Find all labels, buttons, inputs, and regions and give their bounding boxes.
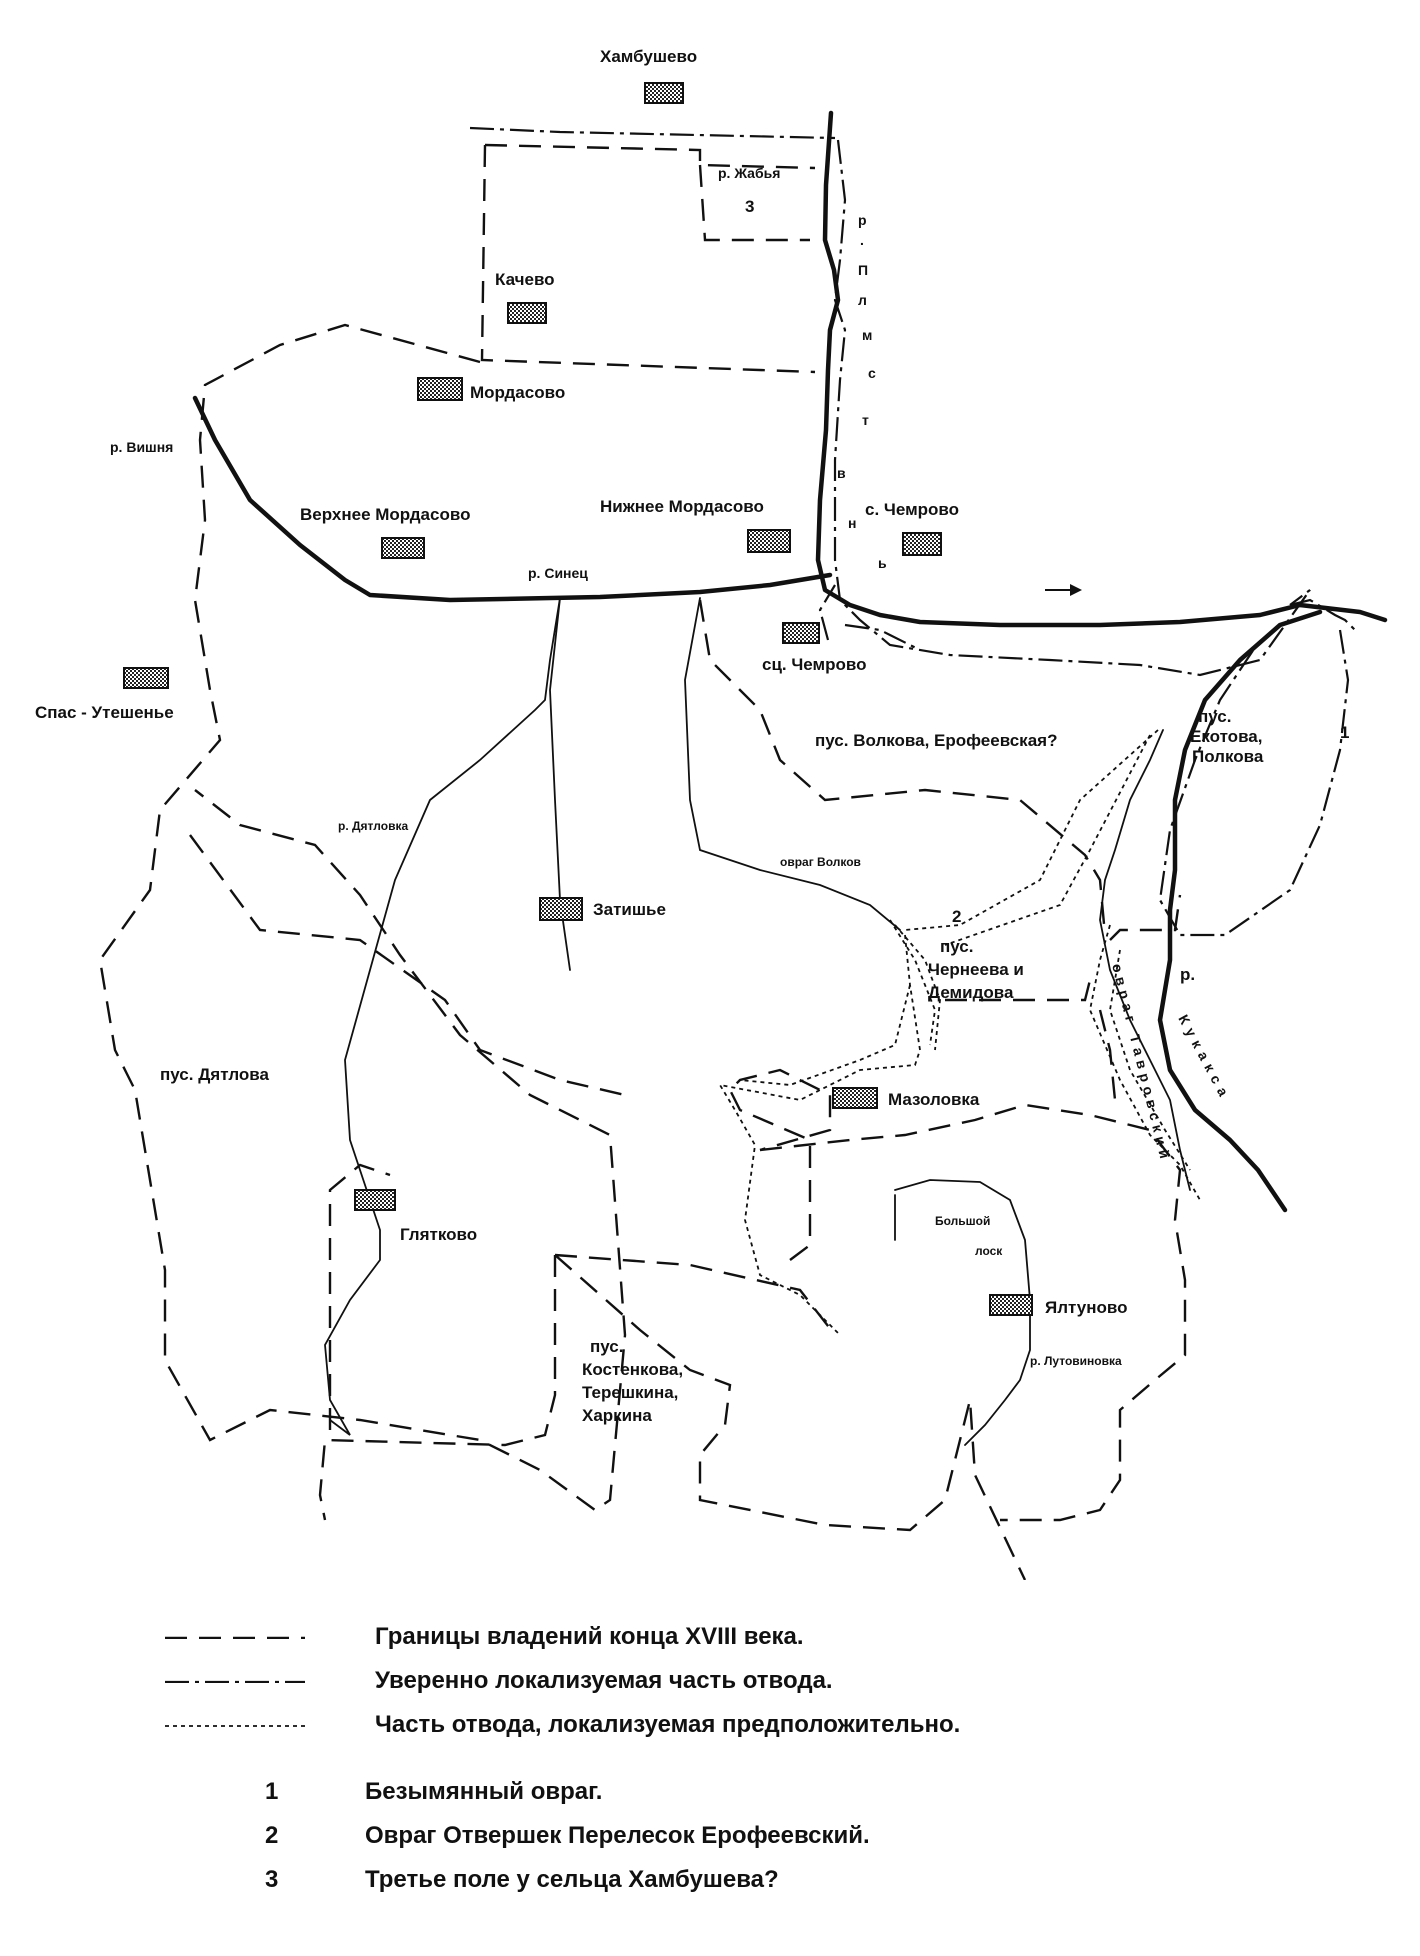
label-sts-chemrovo: сц. Чемрово bbox=[762, 655, 866, 674]
ravine-volkov bbox=[684, 597, 901, 931]
stream-dyatlovka bbox=[324, 597, 561, 1436]
label-ekotova-2: Екотова, bbox=[1190, 727, 1262, 746]
label-ekotova-3: Полкова bbox=[1192, 747, 1264, 766]
settlement-symbols bbox=[123, 82, 1033, 1316]
label-mazolovka: Мазоловка bbox=[888, 1090, 980, 1109]
note-number-2: 2 bbox=[265, 1822, 279, 1849]
label-khambushevo: Хамбушево bbox=[600, 47, 697, 66]
note-row-2: 2 Овраг Отвершек Перелесок Ерофеевский. bbox=[265, 1819, 870, 1853]
label-bolshoy: Большой bbox=[935, 1214, 990, 1228]
label-dyatlova: пус. Дятлова bbox=[160, 1065, 270, 1084]
legend-sample-dashed bbox=[165, 1636, 305, 1639]
settlement-icon-verkhnee-mordasovo bbox=[381, 537, 425, 559]
stream-zatishye bbox=[549, 597, 571, 971]
settlement-icon-zatishye bbox=[539, 897, 583, 921]
settlement-icon-nizhnee-mordasovo bbox=[747, 529, 791, 553]
legend-text-confident: Уверенно локализуемая часть отвода. bbox=[375, 1667, 833, 1694]
legend-text-supposed: Часть отвода, локализуемая предположител… bbox=[375, 1711, 961, 1738]
label-plmst-7: в bbox=[837, 465, 846, 481]
ravine-tavrovsky bbox=[1099, 729, 1191, 1191]
settlement-icon-sts-chemrovo bbox=[782, 622, 820, 644]
label-kostenkova-4: Харкина bbox=[582, 1406, 652, 1425]
label-chemrovo: с. Чемрово bbox=[865, 500, 959, 519]
marker-3: 3 bbox=[745, 197, 754, 216]
label-cherneeva-3: Демидова bbox=[928, 983, 1014, 1002]
label-vishnya: р. Вишня bbox=[110, 439, 173, 455]
label-plmst-1: . bbox=[860, 232, 864, 248]
settlement-icon-chemrovo bbox=[902, 532, 942, 556]
label-plmst-8: н bbox=[848, 515, 856, 531]
river-kukaksa bbox=[1157, 609, 1323, 1213]
legend-sample-dashdot bbox=[165, 1680, 305, 1683]
settlement-icon-glyatkovo bbox=[354, 1189, 396, 1211]
note-row-3: 3 Третье поле у сельца Хамбушева? bbox=[265, 1863, 779, 1897]
label-plmst-4: м bbox=[862, 327, 872, 343]
label-zatishye: Затишье bbox=[593, 900, 666, 919]
note-text-1: Безымянный овраг. bbox=[365, 1778, 603, 1805]
marker-1: 1 bbox=[1340, 723, 1349, 742]
label-cherneeva-1: пус. bbox=[940, 937, 973, 956]
marker-2: 2 bbox=[952, 907, 961, 926]
settlement-icon-yaltunovo bbox=[989, 1294, 1033, 1316]
label-plmst-2: П bbox=[858, 262, 868, 278]
note-row-1: 1 Безымянный овраг. bbox=[265, 1775, 602, 1809]
estate-map: Хамбушево Качево Мордасово Верхнее Морда… bbox=[35, 47, 1388, 1580]
label-plmst-6: т bbox=[862, 412, 869, 428]
label-losk: лоск bbox=[975, 1244, 1003, 1258]
river-plmstvn bbox=[815, 110, 1388, 628]
legend-text-boundaries: Границы владений конца XVIII века. bbox=[375, 1623, 804, 1650]
label-kukaksa-prefix: р. bbox=[1180, 965, 1195, 984]
estate-boundaries bbox=[98, 143, 1187, 1580]
label-kachevo: Качево bbox=[495, 270, 555, 289]
settlement-icon-mazolovka bbox=[832, 1087, 878, 1109]
label-yaltunovo: Ялтуново bbox=[1045, 1298, 1128, 1317]
settlement-labels: Хамбушево Качево Мордасово Верхнее Морда… bbox=[35, 47, 1128, 1317]
label-lutovinovka: р. Лутовиновка bbox=[1030, 1354, 1122, 1368]
label-glyatkovo: Глятково bbox=[400, 1225, 477, 1244]
label-kostenkova-2: Костенкова, bbox=[582, 1360, 683, 1379]
label-plmst-3: л bbox=[858, 292, 867, 308]
label-spas-uteshenye: Спас - Утешенье bbox=[35, 703, 174, 722]
label-sinets: р. Синец bbox=[528, 565, 588, 581]
label-nizhnee-mordasovo: Нижнее Мордасово bbox=[600, 497, 764, 516]
legend-sample-dotted bbox=[165, 1725, 305, 1727]
rivers bbox=[192, 110, 1388, 1213]
label-zhabya: р. Жабья bbox=[718, 165, 780, 181]
label-dyatlovka: р. Дятловка bbox=[338, 819, 408, 833]
note-text-2: Овраг Отвершек Перелесок Ерофеевский. bbox=[365, 1822, 870, 1849]
label-verkhnee-mordasovo: Верхнее Мордасово bbox=[300, 505, 470, 524]
settlement-icon-spas-uteshenye bbox=[123, 667, 169, 689]
label-mordasovo: Мордасово bbox=[470, 383, 565, 402]
river-vishnya-sinets bbox=[192, 395, 833, 603]
label-kostenkova-1: пус. bbox=[590, 1337, 623, 1356]
markers: 1 2 3 bbox=[745, 197, 1349, 926]
legend-row-boundaries: Границы владений конца XVIII века. bbox=[165, 1620, 804, 1654]
settlement-icon-khambushevo bbox=[644, 82, 684, 104]
label-volkova: пус. Волкова, Ерофеевская? bbox=[815, 731, 1057, 750]
label-cherneeva-2: Чернеева и bbox=[928, 960, 1024, 979]
legend-row-supposed: Часть отвода, локализуемая предположител… bbox=[165, 1708, 960, 1742]
label-ekotova-1: пус. bbox=[1198, 707, 1231, 726]
label-kostenkova-3: Терешкина, bbox=[582, 1383, 678, 1402]
flow-arrow bbox=[1045, 584, 1082, 596]
label-ovrag-volkov: овраг Волков bbox=[780, 855, 861, 869]
label-plmst-5: с bbox=[868, 365, 876, 381]
note-number-3: 3 bbox=[265, 1866, 279, 1893]
note-number-1: 1 bbox=[265, 1778, 279, 1805]
settlement-icon-mordasovo bbox=[417, 377, 463, 401]
label-plmst-9: ь bbox=[878, 555, 887, 571]
note-text-3: Третье поле у сельца Хамбушева? bbox=[365, 1866, 779, 1893]
legend-row-confident: Уверенно локализуемая часть отвода. bbox=[165, 1664, 833, 1698]
label-plmst-0: р bbox=[858, 212, 867, 228]
supposed-allotment bbox=[718, 729, 1201, 1336]
settlement-icon-kachevo bbox=[507, 302, 547, 324]
wasteland-labels: пус. Волкова, Ерофеевская? пус. Екотова,… bbox=[160, 707, 1264, 1425]
